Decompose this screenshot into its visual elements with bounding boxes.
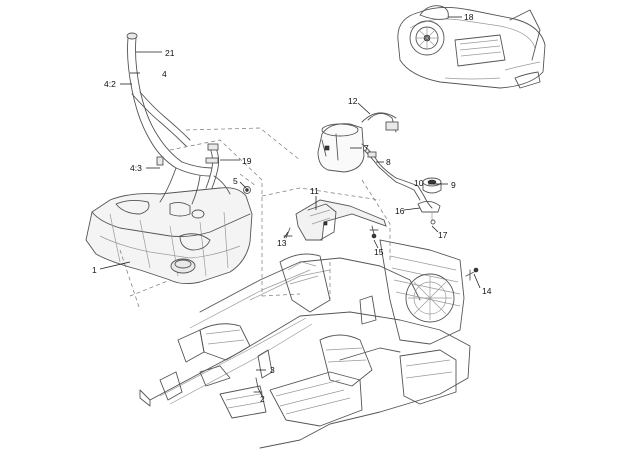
callout-11: 11 (310, 186, 319, 196)
callout-4-2: 4:2 (104, 79, 116, 89)
callout-7: 7 (364, 143, 369, 153)
callout-21: 21 (165, 48, 175, 58)
callout-8: 8 (386, 157, 391, 167)
callout-labels: 21 4 4:2 4:3 19 5 1 12 7 8 10 9 16 17 11… (92, 12, 492, 404)
callout-19: 19 (242, 156, 252, 166)
callout-17: 17 (438, 230, 448, 240)
callout-9: 9 (451, 180, 456, 190)
callout-3: 3 (270, 365, 275, 375)
chassis-frame (139, 233, 479, 449)
callout-4-3: 4:3 (130, 163, 142, 173)
callout-5: 5 (233, 176, 238, 186)
callout-14: 14 (482, 286, 492, 296)
callout-4: 4 (162, 69, 167, 79)
fuel-tank (85, 167, 253, 285)
callout-1: 1 (92, 265, 97, 275)
canister (317, 112, 399, 183)
hose-19 (205, 143, 220, 189)
leader-lines (99, 51, 481, 397)
callout-13: 13 (277, 238, 287, 248)
callout-16: 16 (395, 206, 405, 216)
callout-10: 10 (414, 178, 424, 188)
engine-inset (397, 5, 546, 89)
assembly-lines (119, 127, 391, 311)
callout-18: 18 (464, 12, 474, 22)
callout-12: 12 (348, 96, 358, 106)
filler-tube (126, 32, 213, 177)
callout-2: 2 (260, 394, 265, 404)
vent-hose (395, 177, 442, 225)
callout-15: 15 (374, 247, 384, 257)
